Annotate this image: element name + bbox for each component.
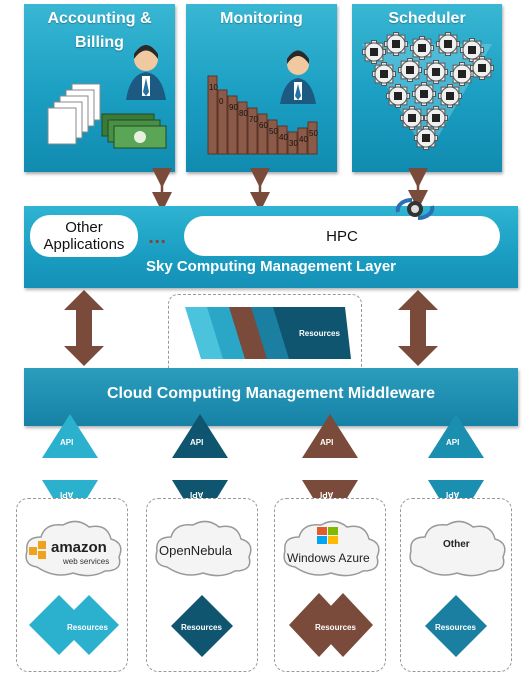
cloud-icon	[25, 520, 122, 577]
monitor-bar-label: 10	[209, 83, 218, 92]
cloud-icon	[155, 520, 252, 577]
money-icon	[101, 113, 167, 149]
accounting-billing-title: Accounting & Billing	[47, 10, 152, 51]
scheduler-illustration	[362, 32, 494, 150]
gear-icon	[424, 60, 448, 84]
amazon-logo-subtext: web services	[63, 557, 110, 566]
sync-gear-icon	[395, 197, 435, 221]
sky-layer-title: Sky Computing Management Layer	[145, 258, 397, 275]
resources-stack-box: Resources	[168, 294, 362, 376]
scheduler-box: Scheduler	[352, 4, 502, 172]
resources-label: Resources	[315, 623, 356, 632]
gear-icon	[450, 62, 474, 86]
monitor-bar	[237, 101, 248, 155]
monitor-bar	[217, 89, 228, 155]
gear-icon	[460, 38, 484, 62]
monitor-bar-label: 50	[269, 127, 278, 136]
provider-other: Other Resources	[400, 498, 512, 672]
monitor-bar-label: 90	[229, 103, 238, 112]
monitor-bar-label: 40	[299, 135, 308, 144]
gear-icon	[438, 84, 462, 108]
middleware-layer: Cloud Computing Management Middleware	[24, 368, 518, 426]
amazon-logo-text: amazon	[51, 539, 107, 556]
accounting-illustration	[47, 45, 167, 149]
azure-logo-text: Windows Azure	[287, 551, 370, 565]
monitor-bar-label: 30	[289, 139, 298, 148]
resources-stack-graphic	[185, 307, 351, 359]
monitoring-title: Monitoring	[220, 10, 303, 27]
opennebula-logo-text: OpenNebula	[159, 543, 232, 558]
monitor-bar-label: 70	[249, 115, 258, 124]
resources-diamond	[425, 595, 487, 657]
api-up-triangles	[42, 414, 484, 458]
resources-label: Resources	[181, 623, 222, 632]
monitor-bar	[257, 113, 268, 155]
monitor-bar	[297, 127, 308, 155]
top-connector-arrows	[152, 168, 428, 212]
resources-stack-label: Resources	[299, 329, 340, 338]
hpc-pill: HPC	[184, 216, 500, 256]
monitor-bar	[207, 75, 218, 155]
gear-icon	[410, 36, 434, 60]
provider-windows-azure: Windows Azure Resources	[274, 498, 386, 672]
sky-computing-layer: Other Applications ... HPC Sky Computing…	[24, 197, 518, 288]
documents-icon	[47, 83, 101, 145]
monitor-bar-label: 80	[239, 109, 248, 118]
gear-icon	[424, 106, 448, 130]
monitor-bar	[307, 121, 318, 155]
monitor-bar	[247, 107, 258, 155]
gear-cluster-icon	[362, 32, 494, 150]
gear-icon	[372, 62, 396, 86]
provider-amazon: amazon web services Resources	[16, 498, 128, 672]
accounting-billing-box: Accounting & Billing	[24, 4, 175, 172]
api-up-label-1: API	[60, 438, 74, 447]
amazon-boxes-icon	[29, 541, 46, 559]
resources-diamond	[29, 595, 119, 655]
gear-icon	[362, 40, 386, 64]
api-up-label-2: API	[190, 438, 204, 447]
api-up-label-4: API	[446, 438, 460, 447]
gear-icon	[384, 32, 408, 56]
scheduler-title: Scheduler	[388, 10, 466, 27]
monitor-bar-label: 40	[279, 133, 288, 142]
resources-label: Resources	[435, 623, 476, 632]
other-logo-text: Other	[443, 539, 470, 550]
api-up-label-3: API	[320, 438, 334, 447]
resources-label: Resources	[67, 623, 108, 632]
gear-icon	[414, 126, 438, 150]
gear-icon	[400, 106, 424, 130]
monitor-bar	[267, 119, 278, 155]
other-applications-pill: Other Applications	[30, 215, 138, 257]
gear-icon	[470, 56, 494, 80]
monitor-bar-label: 50	[309, 129, 318, 138]
gear-icon	[398, 58, 422, 82]
large-connector-arrows	[64, 290, 438, 366]
middleware-title: Cloud Computing Management Middleware	[106, 385, 435, 402]
monitor-bar	[277, 125, 288, 155]
monitor-bar-label: 0	[219, 97, 224, 106]
provider-opennebula: OpenNebula Resources	[146, 498, 258, 672]
ellipsis: ...	[148, 228, 167, 247]
gear-icon	[412, 82, 436, 106]
user-icon	[280, 50, 316, 104]
cloud-icon	[283, 520, 380, 577]
resources-diamond	[289, 593, 373, 657]
gear-icon	[386, 84, 410, 108]
monitor-bar-label: 60	[259, 121, 268, 130]
user-icon	[126, 45, 166, 100]
resources-diamond	[171, 595, 233, 657]
cloud-icon	[409, 520, 506, 577]
windows-logo-icon	[317, 527, 338, 544]
monitor-bar	[227, 95, 238, 155]
gear-icon	[436, 32, 460, 56]
monitor-bar	[287, 131, 298, 155]
